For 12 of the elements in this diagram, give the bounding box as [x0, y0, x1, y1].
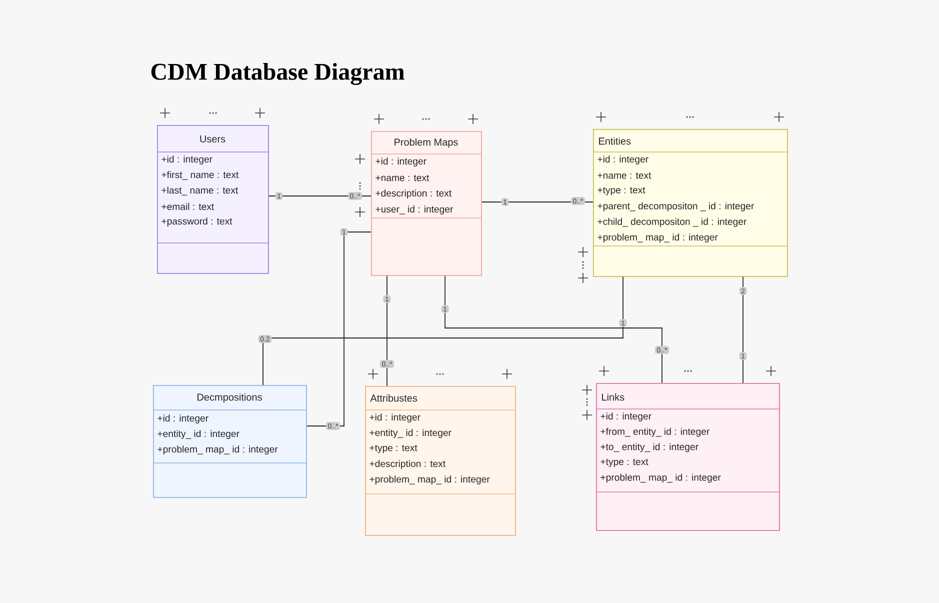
connector-line [262, 276, 624, 386]
table-box: Users +id : integer +first_ name : text +last_ name : text +email : text +password : text [156, 125, 269, 274]
table-box: Problem Maps +id : integer +name : text +description : text +user_ id : integer [370, 131, 482, 276]
connector-line [444, 275, 662, 384]
connector-line [386, 275, 388, 386]
connector-line [306, 232, 372, 426]
table-box: Decmpositions +id : integer +entity_ id : integer +problem_ map_ id : integer [152, 385, 307, 498]
connector-line [742, 276, 744, 384]
table-box: Links +id : integer +from_ entity_ id : integer +to_ entity_ id : integer +type : text +problem_ map_ id : integer [596, 383, 780, 531]
table-box: Entities +id : integer +name : text +type : text +parent_ decompositon _ id : integer +child_ decompositon _ id : integer +problem_ map_ id : integer [592, 129, 788, 277]
diagram-title: CDM Database Diagram [151, 63, 404, 85]
table-box: Attribustes +id : integer +entity_ id : integer +type : text +description : text +problem_ map_ id : integer [364, 386, 516, 536]
